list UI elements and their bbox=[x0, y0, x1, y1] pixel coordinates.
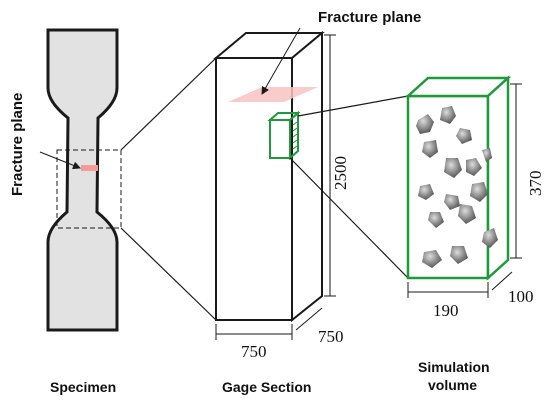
sim-projection-lower bbox=[289, 157, 409, 279]
particle bbox=[458, 204, 476, 224]
gage-fracture-plane bbox=[228, 87, 318, 102]
simulation-caption-line1: Simulation bbox=[418, 359, 490, 375]
sim-depth-label: 100 bbox=[508, 287, 534, 306]
particle bbox=[444, 194, 460, 210]
gage-depth-dim bbox=[295, 307, 323, 331]
particle bbox=[440, 106, 456, 124]
specimen-shape bbox=[46, 28, 119, 332]
fracture-top-leader bbox=[261, 27, 301, 95]
simulation-particles bbox=[416, 106, 498, 268]
gage-height-label: 2500 bbox=[331, 156, 350, 190]
gage-sim-hatch bbox=[292, 121, 298, 150]
gage-depth-label: 750 bbox=[318, 327, 344, 346]
particle bbox=[466, 158, 482, 176]
specimen-fracture-band bbox=[81, 165, 98, 171]
sim-depth-dim bbox=[491, 271, 513, 291]
sim-height-dim bbox=[510, 83, 522, 259]
gage-height-dim bbox=[324, 34, 336, 297]
sim-width-label: 190 bbox=[433, 301, 459, 320]
specimen-caption: Specimen bbox=[50, 379, 116, 395]
particle bbox=[444, 158, 462, 178]
particle bbox=[470, 182, 488, 202]
gage-width-dim bbox=[215, 324, 293, 340]
fracture-plane-top-label: Fracture plane bbox=[318, 9, 421, 26]
fracture-plane-side-label: Fracture plane bbox=[9, 93, 26, 196]
particle bbox=[456, 128, 472, 144]
particle bbox=[450, 246, 468, 264]
gage-width-label: 750 bbox=[241, 342, 267, 361]
particle bbox=[418, 184, 434, 200]
fracture-side-leader bbox=[39, 151, 81, 170]
simulation-caption-line2: volume bbox=[428, 377, 477, 393]
sim-height-label: 370 bbox=[526, 171, 545, 197]
particle bbox=[422, 250, 442, 268]
sim-width-dim bbox=[407, 282, 489, 298]
projection-line-lower bbox=[120, 227, 217, 321]
sim-projection-upper bbox=[297, 95, 409, 117]
particle bbox=[482, 228, 498, 248]
particle bbox=[422, 140, 438, 158]
particle bbox=[428, 212, 444, 228]
gage-section-caption: Gage Section bbox=[222, 379, 311, 395]
specimen-gage-region bbox=[56, 149, 122, 229]
particle bbox=[482, 148, 492, 162]
particle bbox=[416, 114, 434, 134]
gage-section-box bbox=[213, 30, 325, 323]
projection-line-upper bbox=[120, 57, 217, 151]
